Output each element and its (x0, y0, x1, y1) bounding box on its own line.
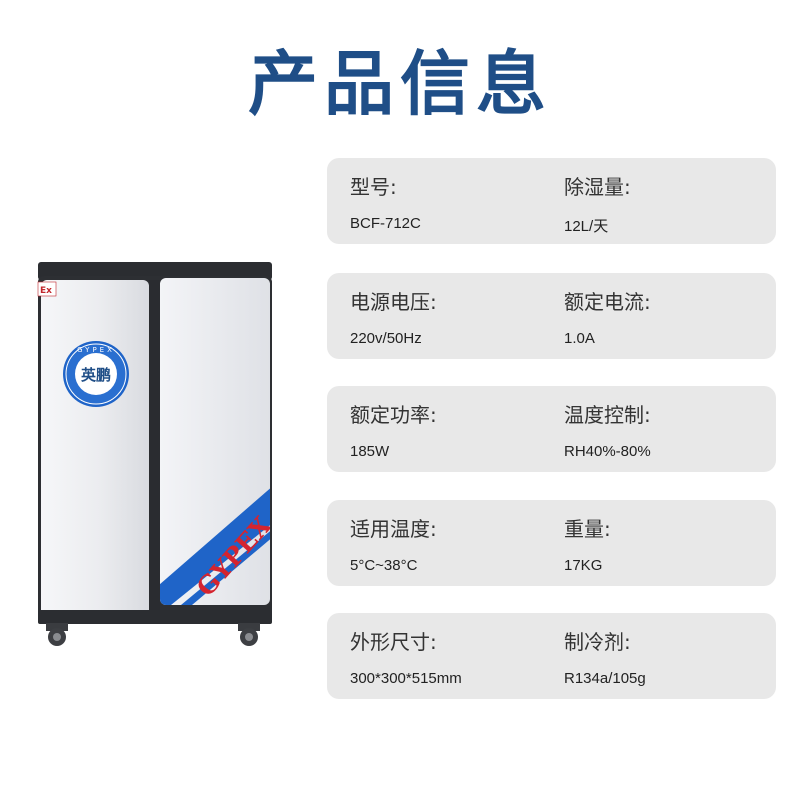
top-cap (38, 262, 272, 280)
wheel-left (46, 623, 68, 646)
spec-card-model: 型号: BCF-712C 除湿量: 12L/天 (327, 158, 776, 244)
spec-value-rated-power: 185W (350, 443, 390, 460)
ex-mark: Ex (40, 286, 52, 296)
accent-stripe (160, 485, 270, 605)
spec-label-current: 额定电流: (564, 290, 651, 314)
ex-mark-badge (37, 281, 57, 297)
spec-value-dimensions: 300*300*515mm (350, 670, 462, 687)
logo-center-text: 英鹏 (81, 366, 111, 384)
spec-card-environment: 适用温度: 5°C~38°C 重量: 17KG (327, 500, 776, 586)
spec-label-refrigerant: 制冷剂: (564, 630, 631, 654)
door-divider (149, 280, 160, 618)
page-title: 产品信息 (248, 43, 552, 125)
wheel-right (238, 623, 260, 646)
spec-label-dimensions: 外形尺寸: (350, 630, 437, 654)
spec-value-weight: 17KG (564, 557, 603, 574)
spec-value-voltage: 220v/50Hz (350, 330, 422, 347)
spec-label-model: 型号: (350, 175, 397, 199)
left-door-panel (41, 280, 149, 618)
spec-label-humidity-control: 温度控制: (564, 403, 651, 427)
spec-label-temperature: 适用温度: (350, 517, 437, 541)
cabinet-base (38, 610, 272, 624)
product-image: GYPEX Ex GYPEX 英鹏 (36, 260, 274, 655)
brand-logo: GYPEX 英鹏 (63, 341, 129, 407)
spec-label-voltage: 电源电压: (350, 290, 437, 314)
spec-card-dimensions: 外形尺寸: 300*300*515mm 制冷剂: R134a/105g (327, 613, 776, 699)
spec-value-temperature: 5°C~38°C (350, 557, 418, 574)
spec-value-current: 1.0A (564, 330, 595, 347)
spec-label-rated-power: 额定功率: (350, 403, 437, 427)
accent-stripe-thin (181, 528, 270, 605)
spec-value-dehumidify: 12L/天 (564, 218, 609, 235)
spec-label-weight: 重量: (564, 517, 611, 541)
spec-value-model: BCF-712C (350, 215, 421, 232)
logo-ring-text: GYPEX (77, 346, 115, 354)
spec-card-power: 电源电压: 220v/50Hz 额定电流: 1.0A (327, 273, 776, 359)
spec-value-refrigerant: R134a/105g (564, 670, 646, 687)
spec-label-dehumidify: 除湿量: (564, 175, 631, 199)
spec-value-humidity-control: RH40%-80% (564, 443, 651, 460)
spec-card-rating: 额定功率: 185W 温度控制: RH40%-80% (327, 386, 776, 472)
